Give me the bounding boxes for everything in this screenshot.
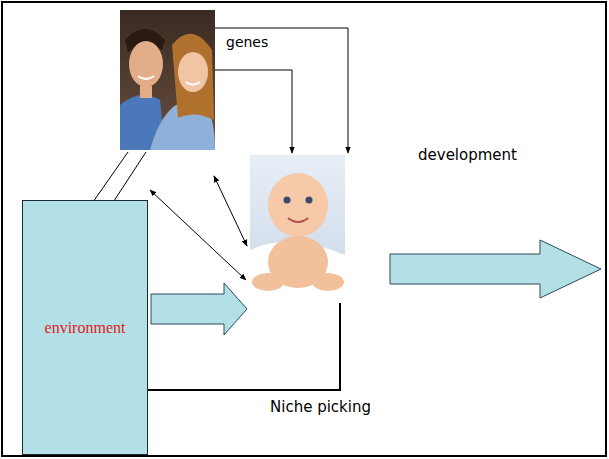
parents-photo	[120, 10, 215, 150]
environment-box: environment	[22, 200, 148, 455]
block-arrow	[151, 283, 247, 335]
diagram-label: Niche picking	[270, 398, 371, 416]
interaction-arrow	[214, 176, 247, 246]
diagram-label: development	[418, 146, 517, 164]
diagram-label: genes	[226, 34, 268, 50]
baby-photo	[250, 155, 345, 303]
interaction-arrow	[150, 190, 246, 280]
block-arrow	[390, 240, 601, 298]
gene-line	[215, 70, 292, 153]
gene-line	[215, 28, 348, 153]
node-label: environment	[45, 319, 126, 337]
